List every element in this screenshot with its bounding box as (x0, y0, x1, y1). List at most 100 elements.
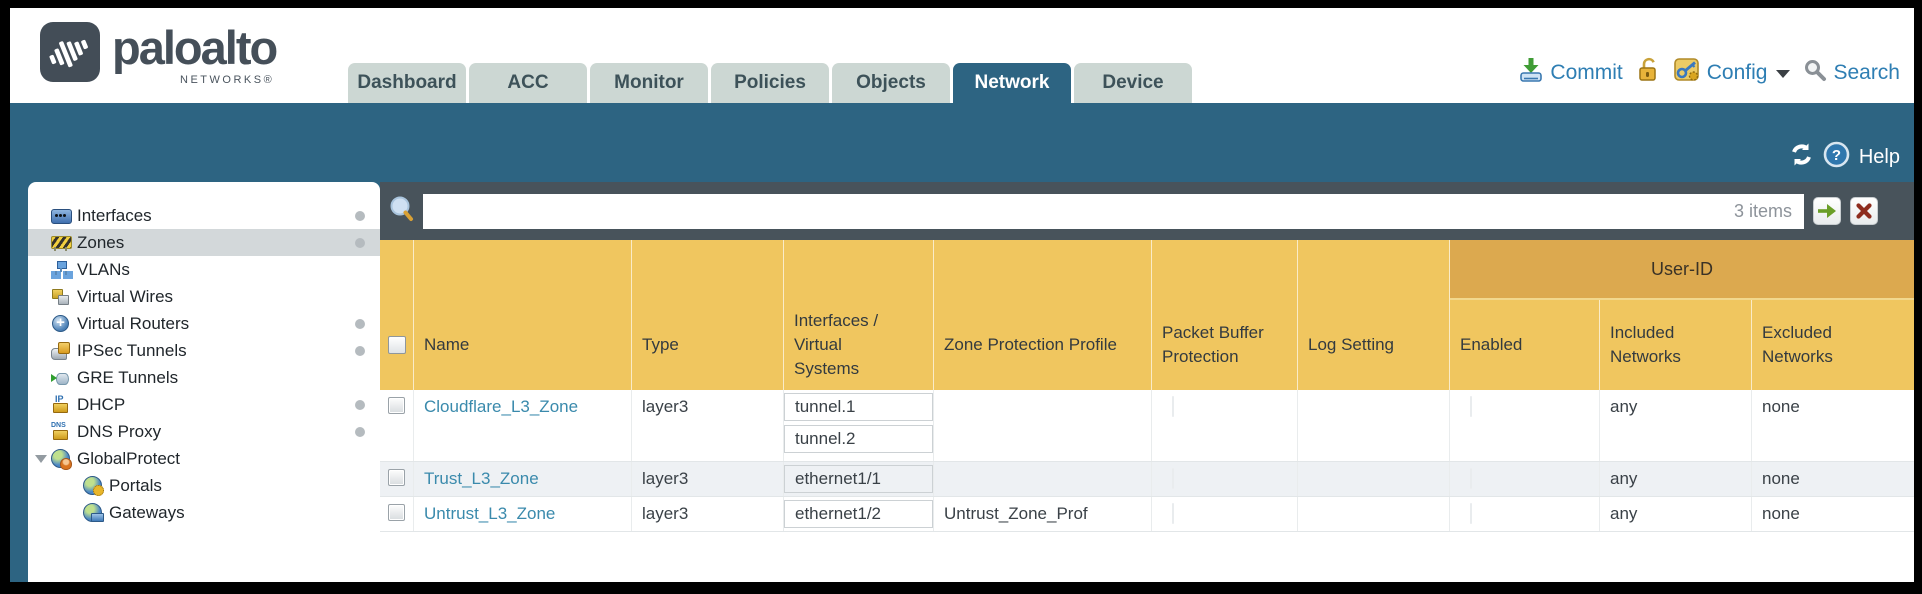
column-header-zone-protection-profile[interactable]: Zone Protection Profile (934, 240, 1152, 390)
sidebar-item-virtual-routers[interactable]: Virtual Routers (28, 310, 380, 337)
status-dot (355, 211, 365, 221)
clear-filter-button[interactable] (1850, 197, 1878, 225)
sidebar-item-label: Virtual Routers (77, 313, 190, 333)
sidebar-item-ipsec-tunnels[interactable]: IPSec Tunnels (28, 337, 380, 364)
help-label[interactable]: Help (1858, 146, 1900, 168)
row-checkbox[interactable] (388, 397, 405, 414)
sidebar-item-portals[interactable]: Portals (28, 472, 380, 499)
interfaces-icon (51, 206, 72, 225)
dhcp-icon (51, 394, 70, 414)
sidebar-item-gre-tunnels[interactable]: GRE Tunnels (28, 364, 380, 391)
row-checkbox[interactable] (388, 504, 405, 521)
column-header-packet-buffer-protection[interactable]: Packet Buffer Protection (1152, 240, 1298, 390)
sidebar-item-vlans[interactable]: VLANs (28, 256, 380, 283)
sidebar-item-label: IPSec Tunnels (77, 340, 187, 360)
row-select-cell (380, 462, 414, 496)
interface-item[interactable]: ethernet1/2 (784, 500, 933, 528)
row-checkbox[interactable] (388, 469, 405, 486)
user-id-enabled-cell (1450, 390, 1600, 461)
interface-item[interactable]: ethernet1/1 (784, 465, 933, 493)
help-icon[interactable]: ? (1823, 141, 1850, 174)
sidebar-item-globalprotect[interactable]: GlobalProtect (28, 445, 380, 472)
column-header-interfaces[interactable]: Interfaces / Virtual Systems (784, 240, 934, 390)
filter-input-wrap: 3 items (423, 193, 1804, 229)
zone-name-link[interactable]: Untrust_L3_Zone (424, 504, 556, 523)
select-all-cell (380, 240, 414, 390)
commit-button[interactable]: Commit (1518, 57, 1623, 89)
column-header-included-networks[interactable]: Included Networks (1600, 240, 1752, 390)
sidebar-item-label: Portals (109, 475, 162, 495)
select-all-checkbox[interactable] (387, 336, 406, 354)
search-label: Search (1833, 60, 1900, 84)
sidebar-item-interfaces[interactable]: Interfaces (28, 202, 380, 229)
included-networks-cell: any (1600, 462, 1752, 496)
tab-dashboard[interactable]: Dashboard (348, 63, 466, 103)
config-menu[interactable]: Config (1673, 56, 1791, 89)
expander-triangle-icon[interactable] (35, 455, 47, 463)
logo-sub: NETWORKS® (180, 74, 275, 86)
lock-icon[interactable] (1636, 57, 1660, 89)
sidebar-item-virtual-wires[interactable]: Virtual Wires (28, 283, 380, 310)
zone-interfaces-cell: ethernet1/2 (784, 497, 934, 531)
tab-acc[interactable]: ACC (469, 63, 587, 103)
search-button[interactable]: Search (1803, 58, 1900, 88)
refresh-icon[interactable] (1789, 142, 1814, 173)
panos-web-ui: paloalto NETWORKS® Dashboard ACC Monitor… (10, 8, 1914, 582)
sidebar-item-gateways[interactable]: Gateways (28, 499, 380, 526)
zone-protection-profile-cell: Untrust_Zone_Prof (934, 497, 1152, 531)
zone-type-cell: layer3 (632, 390, 784, 461)
interface-item[interactable]: tunnel.1 (784, 393, 933, 421)
column-label: Enabled (1460, 335, 1523, 354)
sidebar-item-dhcp[interactable]: DHCP (28, 391, 380, 418)
apply-filter-button[interactable] (1813, 197, 1841, 225)
search-icon (1803, 58, 1827, 88)
column-label: Included Networks (1610, 323, 1681, 366)
status-dot (355, 400, 365, 410)
row-select-cell (380, 497, 414, 531)
tab-policies[interactable]: Policies (711, 63, 829, 103)
vlans-icon (51, 260, 70, 279)
zones-main-panel: 3 items User-ID (380, 182, 1914, 582)
tab-monitor[interactable]: Monitor (590, 63, 708, 103)
column-header-type[interactable]: Type (632, 240, 784, 390)
sidebar-item-label: Zones (77, 232, 125, 252)
column-header-name[interactable]: Name (414, 240, 632, 390)
tab-objects[interactable]: Objects (832, 63, 950, 103)
sidebar-item-label: GRE Tunnels (77, 367, 179, 387)
ipsec-tunnels-icon (51, 341, 70, 360)
zone-name-link[interactable]: Trust_L3_Zone (424, 469, 539, 488)
zone-type-cell: layer3 (632, 462, 784, 496)
band-actions: ? Help (1789, 141, 1900, 174)
interface-item[interactable]: tunnel.2 (784, 425, 933, 453)
gre-tunnels-icon (51, 368, 70, 387)
sidebar-item-dns-proxy[interactable]: DNS Proxy (28, 418, 380, 445)
table-row: Trust_L3_Zone layer3 ethernet1/1 any non… (380, 462, 1914, 497)
sidebar-item-label: Gateways (109, 502, 185, 522)
status-dot (355, 238, 365, 248)
config-icon (1673, 56, 1701, 89)
row-select-cell (380, 390, 414, 461)
column-header-excluded-networks[interactable]: Excluded Networks (1752, 240, 1914, 390)
main-nav-tabs: Dashboard ACC Monitor Policies Objects N… (348, 63, 1195, 103)
tab-network[interactable]: Network (953, 63, 1071, 103)
packet-buffer-checkbox (1172, 468, 1174, 489)
column-header-enabled[interactable]: Enabled (1450, 240, 1600, 390)
zone-name-link[interactable]: Cloudflare_L3_Zone (424, 397, 579, 416)
commit-icon (1518, 57, 1544, 89)
table-empty-space (380, 532, 1914, 582)
portals-icon (83, 476, 104, 496)
filter-input[interactable] (423, 201, 1734, 221)
chevron-down-icon (1776, 70, 1791, 78)
tab-device[interactable]: Device (1074, 63, 1192, 103)
globalprotect-icon (51, 449, 72, 470)
column-header-log-setting[interactable]: Log Setting (1298, 240, 1450, 390)
config-label: Config (1706, 60, 1768, 84)
zone-name-cell: Untrust_L3_Zone (414, 497, 632, 531)
column-label: Log Setting (1308, 335, 1395, 354)
sidebar-item-zones[interactable]: Zones (28, 229, 380, 256)
sub-header-band: ? Help (10, 103, 1914, 182)
zone-name-cell: Trust_L3_Zone (414, 462, 632, 496)
content-area: Interfaces Zones VLANs Virtual Wires Vir… (10, 182, 1914, 582)
commit-label: Commit (1550, 60, 1623, 84)
